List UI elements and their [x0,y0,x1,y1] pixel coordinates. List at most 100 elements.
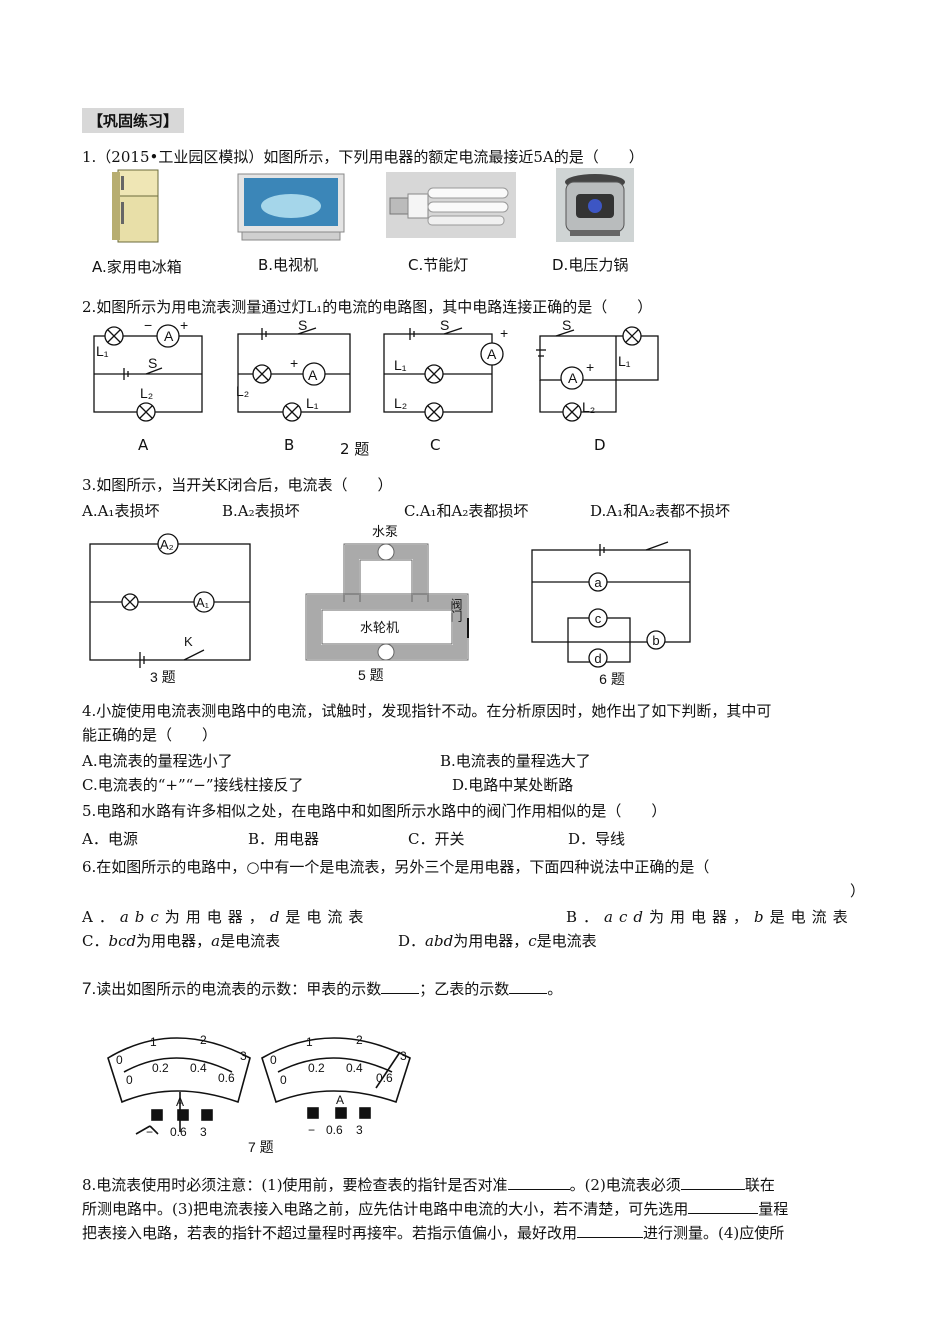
q4-stem-line1: 4.小旋使用电流表测电路中的电流，试触时，发现指针不动。在分析原因时，她作出了如… [82,702,772,720]
fig6-d: d [594,651,601,666]
circuit-d [536,326,659,422]
q2-label-b: B [284,436,295,454]
fig6-c: c [595,611,602,626]
q4-option-a: A.电流表的量程选小了 [82,752,233,770]
fig6-b: b [652,633,659,648]
q2-label-d: D [594,436,606,454]
q5-option-d: D．导线 [568,830,626,848]
q1-caption-a: A.家用电冰箱 [92,258,182,276]
m2-sub-3: 0.6 [376,1071,393,1085]
q2-label-a: A [138,436,149,454]
m2-term-3: 3 [356,1123,363,1137]
q1-caption-b: B.电视机 [258,256,319,274]
q2-label-c: C [430,436,441,454]
fig5-valve-label: 阀门 [449,598,463,622]
fig6-circuit: a c d b 6 题 [531,541,691,687]
fig5-pump-label: 水泵 [372,524,398,539]
m1-sub-3: 0.6 [218,1071,235,1085]
q6-paren-close: ） [850,882,866,900]
q8-blank-2[interactable] [680,1189,745,1190]
fig5-turbine-label: 水轮机 [360,620,399,635]
b-l1: L₁ [306,395,319,411]
q6-option-a: A．abc为用电器，d是电流表 [82,908,370,926]
q1-stem: 1.（2015•工业园区模拟）如图所示，下列用电器的额定电流最接近5A的是（ ） [82,148,644,166]
a-plus: + [180,317,188,333]
q2-stem: 2.如图所示为用电流表测量通过灯L₁的电流的电路图，其中电路连接正确的是（ ） [82,298,653,316]
q4-option-d: D.电路中某处断路 [452,776,574,794]
a-minus: − [144,317,152,333]
q4-stem-line2: 能正确的是（ ） [82,726,218,744]
fig5-caption: 5 题 [358,667,384,683]
q2-circuits-figure: A + − L₁ S L₂ A S + L₂ L₁ A S + L₁ L₂ A … [93,317,659,422]
c-l2: L₂ [394,395,407,411]
a-l2: L₂ [140,385,153,401]
m2-tick-2: 2 [356,1033,363,1047]
fig3-k: K [184,634,193,649]
q7-blank-jia[interactable] [381,993,420,994]
m1-tick-3: 3 [240,1049,247,1063]
fig3-a2: A₂ [160,537,174,552]
circuit-b [237,327,351,422]
m2-unit: A [336,1093,344,1107]
a-l1: L₁ [96,343,109,359]
fig6-a: a [594,575,602,590]
fig5-water-circuit: 水泵 水轮机 5 题 阀门 [305,524,469,683]
a-ammeter-label: A [164,328,174,344]
m2-sub-2: 0.4 [346,1061,363,1075]
q6-option-b: B．acd为用电器，b是电流表 [566,908,854,926]
q1-caption-d: D.电压力锅 [552,256,629,274]
cfl-lamp-image [386,172,516,238]
m1-sub-1: 0.2 [152,1061,169,1075]
q5-stem: 5.电路和水路有许多相似之处，在电路中和如图所示水路中的阀门作用相似的是（ ） [82,802,667,820]
q6-option-d: D．abd为用电器，c是电流表 [398,932,597,950]
fig6-caption: 6 题 [599,671,625,687]
q8-blank-4[interactable] [577,1237,644,1238]
q8-line3: 把表接入电路，若表的指针不超过量程时再接牢。若指示值偏小，最好改用进行测量。(4… [82,1224,785,1242]
d-l2: L₂ [582,399,595,415]
m2-sub-0: 0 [280,1073,287,1087]
d-plus: + [586,359,594,375]
q8-blank-1[interactable] [507,1189,570,1190]
q3-option-c: C.A₁和A₂表都损坏 [404,502,529,520]
c-plus: + [500,325,508,341]
fridge-image [112,169,159,243]
d-switch: S [562,317,571,333]
m1-sub-2: 0.4 [190,1061,207,1075]
m2-term-06: 0.6 [326,1123,343,1137]
q4-option-b: B.电流表的量程选大了 [440,752,591,770]
b-l2: L₂ [236,383,249,399]
d-ammeter-label: A [568,370,578,386]
q3-option-b: B.A₂表损坏 [222,502,300,520]
m1-sub-0: 0 [126,1073,133,1087]
c-ammeter-label: A [487,346,497,362]
q6-option-c: C．bcd为用电器，a是电流表 [82,932,281,950]
q8-line1: 8.电流表使用时必须注意：(1)使用前，要检查表的指针是否对准。(2)电流表必须… [82,1176,775,1194]
q5-option-b: B．用电器 [248,830,320,848]
m1-term-06: 0.6 [170,1125,187,1139]
section-title: 【巩固练习】 [82,108,185,133]
fig3-a1: A₁ [196,595,210,610]
m2-tick-0: 0 [270,1053,277,1067]
q7-caption: 7 题 [248,1139,274,1155]
q1-caption-c: C.节能灯 [408,256,469,274]
q4-option-c: C.电流表的“+”“−”接线柱接反了 [82,776,304,794]
q7-stem: 7.读出如图所示的电流表的示数：甲表的示数；乙表的示数。 [82,979,563,998]
b-plus: + [290,355,298,371]
circuit-c [383,327,504,422]
q8-blank-3[interactable] [688,1213,759,1214]
m2-tick-1: 1 [306,1035,313,1049]
m1-tick-0: 0 [116,1053,123,1067]
q8-line2: 所测电路中。(3)把电流表接入电路之前，应先估计电路中电流的大小，若不清楚，可先… [82,1200,789,1218]
q7-blank-yi[interactable] [509,993,548,994]
fig3-circuit: A₂ A₁ K 3 题 [89,533,251,685]
q5-option-a: A．电源 [82,830,138,848]
m2-term-neg: − [308,1123,315,1137]
b-ammeter-label: A [308,367,318,383]
q5-option-c: C．开关 [408,830,465,848]
q7-ammeters-figure: 0 1 2 3 0 0.2 0.4 0.6 A − 0.6 3 0 1 2 3 … [107,1033,411,1155]
m1-term-neg: − [146,1125,153,1139]
q3-option-a: A.A₁表损坏 [82,502,160,520]
q6-stem: 6.在如图所示的电路中，○中有一个是电流表，另外三个是用电器，下面四种说法中正确… [82,858,710,876]
m2-tick-3: 3 [400,1049,407,1063]
m1-tick-1: 1 [150,1035,157,1049]
